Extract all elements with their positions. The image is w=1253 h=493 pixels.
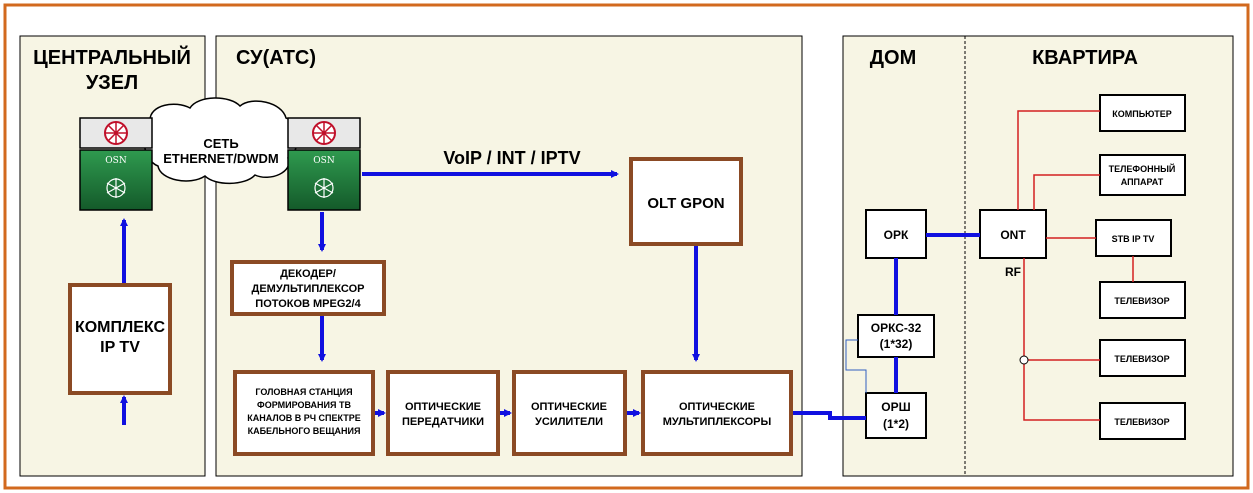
orks-label-line1: ОРКС-32: [871, 321, 922, 335]
snowflake-icon-rays: [106, 178, 126, 198]
computer-label: КОМПЬЮТЕР: [1112, 109, 1172, 119]
zone-central-node-title-line2: УЗЕЛ: [86, 72, 138, 94]
ork-box: [865, 209, 927, 259]
optical-transmitters-box: [386, 370, 500, 456]
tv-label-2: ТЕЛЕВИЗОР: [1114, 354, 1169, 364]
phone-box: [1099, 154, 1186, 196]
decoder-box: [230, 260, 386, 316]
tv-label-3: ТЕЛЕВИЗОР: [1114, 417, 1169, 427]
link-orks-bypass: [845, 339, 867, 393]
optical-multiplexers-label-line1: ОПТИЧЕСКИЕ: [679, 401, 755, 413]
optical-multiplexers-label-line2: МУЛЬТИПЛЕКСОРЫ: [663, 416, 772, 428]
services-link-label: VoIP / INT / IPTV: [443, 148, 580, 168]
orsh-box: [865, 392, 927, 439]
zone-apartment-title: КВАРТИРА: [1032, 47, 1138, 69]
link-ont-to-tv3: [1023, 258, 1100, 421]
orks-box: [857, 314, 935, 358]
tv-box-3: [1099, 402, 1186, 440]
head-station-label-line2: ФОРМИРОВАНИЯ ТВ: [257, 400, 351, 410]
rf-splitter-node: [1019, 355, 1029, 365]
link-multiplexers-to-orsh: [793, 411, 866, 420]
zone-su-ats-title: СУ(АТС): [236, 47, 316, 69]
head-station-label-line1: ГОЛОВНАЯ СТАНЦИЯ: [255, 387, 352, 397]
zone-house-title: ДОМ: [870, 47, 916, 69]
computer-box: [1099, 94, 1186, 132]
osn-label: OSN: [313, 156, 335, 166]
optical-amplifiers-box: [512, 370, 627, 456]
head-station-box: [233, 370, 375, 456]
iptv-complex-label-line2: IP TV: [100, 339, 140, 356]
optical-transmitters-label-line2: ПЕРЕДАТЧИКИ: [402, 416, 484, 428]
optical-transmitters-label-line1: ОПТИЧЕСКИЕ: [405, 401, 481, 413]
fan-icon-blades: [105, 122, 127, 144]
orsh-label-line1: ОРШ: [881, 400, 910, 414]
osn-equipment-su: OSN: [287, 117, 361, 211]
orsh-label-line2: (1*2): [883, 417, 909, 431]
link-ont-to-phone: [1033, 174, 1100, 210]
optical-multiplexers-box: [641, 370, 793, 456]
ont-label: ONT: [1000, 228, 1026, 242]
iptv-complex-box: [68, 283, 172, 395]
olt-gpon-box: [629, 157, 743, 246]
decoder-label-line1: ДЕКОДЕР/: [280, 268, 336, 280]
iptv-complex-label-line1: КОМПЛЕКС: [75, 319, 165, 336]
optical-amplifiers-label-line2: УСИЛИТЕЛИ: [535, 416, 603, 428]
network-cloud-label-line2: ETHERNET/DWDM: [163, 151, 279, 166]
osn-label: OSN: [105, 156, 127, 166]
zone-central-node-title-line1: ЦЕНТРАЛЬНЫЙ: [33, 45, 191, 69]
network-cloud-label-line1: СЕТЬ: [203, 136, 238, 151]
decoder-label-line2: ДЕМУЛЬТИПЛЕКСОР: [252, 283, 365, 295]
ont-box: [979, 209, 1047, 259]
tv-label-1: ТЕЛЕВИЗОР: [1114, 296, 1169, 306]
optical-amplifiers-label-line1: ОПТИЧЕСКИЕ: [531, 401, 607, 413]
osn-equipment-central: OSN: [79, 117, 153, 211]
tv-box-1: [1099, 281, 1186, 319]
head-station-label-line4: КАБЕЛЬНОГО ВЕЩАНИЯ: [248, 426, 361, 436]
stb-label: STB IP TV: [1112, 234, 1155, 244]
phone-label-line2: АППАРАТ: [1121, 177, 1164, 187]
ork-label: ОРК: [884, 228, 909, 242]
orks-label-line2: (1*32): [880, 337, 913, 351]
olt-gpon-label: OLT GPON: [647, 195, 724, 212]
phone-label-line1: ТЕЛЕФОННЫЙ: [1109, 163, 1176, 174]
zone-central-node: [19, 35, 206, 477]
tv-box-2: [1099, 339, 1186, 377]
link-ont-to-computer: [1017, 110, 1100, 210]
rf-label: RF: [1005, 265, 1021, 279]
snowflake-icon-rays: [314, 178, 334, 198]
fan-icon-blades: [313, 122, 335, 144]
decoder-label-line3: ПОТОКОВ MPEG2/4: [255, 298, 361, 310]
head-station-label-line3: КАНАЛОВ В РЧ СПЕКТРЕ: [247, 413, 360, 423]
